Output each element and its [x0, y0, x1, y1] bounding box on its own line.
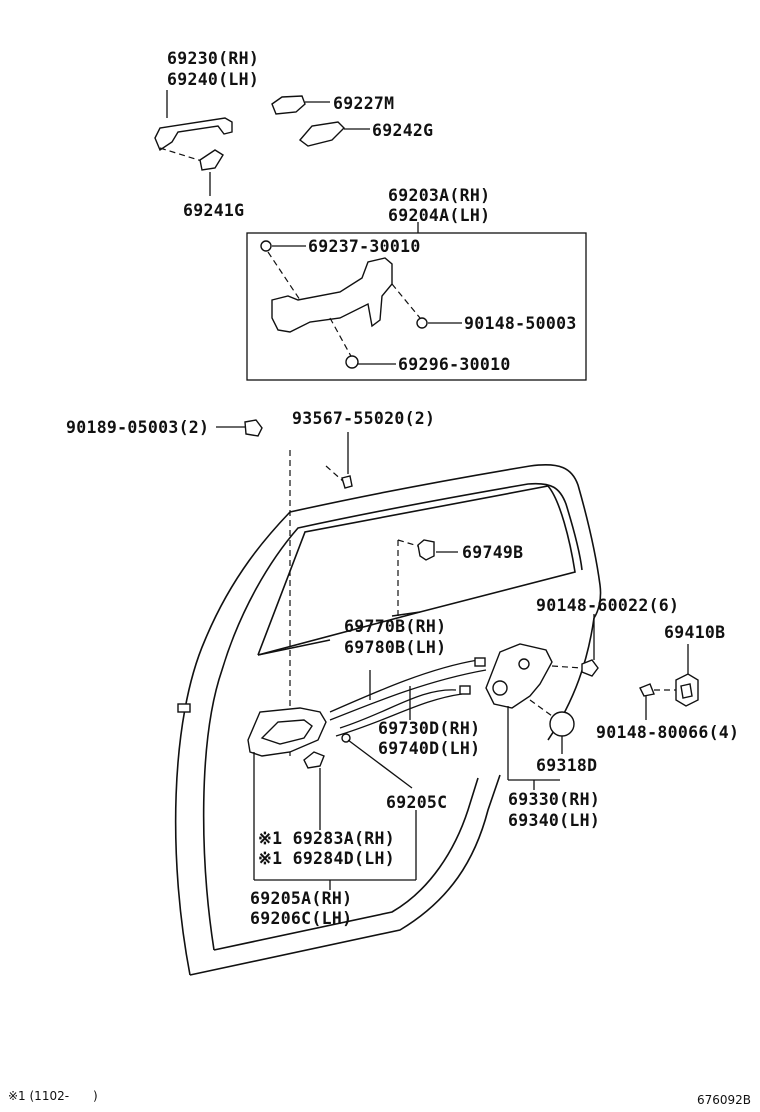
handle-pad-icon — [199, 149, 224, 171]
part-label: 69330(RH) — [508, 790, 600, 809]
door-outline — [174, 464, 602, 976]
inside-handle-group — [247, 707, 417, 890]
part-label: 69770B(RH) — [344, 617, 446, 636]
part-label: 93567-55020(2) — [292, 409, 435, 428]
clip-icon — [303, 751, 325, 769]
clip-group — [397, 539, 458, 620]
handle-frame-icon — [271, 257, 393, 333]
part-label: 69204A(LH) — [388, 206, 490, 225]
part-label: ※1 69283A(RH) — [258, 829, 395, 848]
footnote: ※1 (1102- ) — [8, 1089, 98, 1103]
part-label: ※1 69284D(LH) — [258, 849, 395, 868]
cables — [177, 657, 487, 737]
part-label: 90148-50003 — [464, 314, 577, 333]
part-label: 69749B — [462, 543, 523, 562]
part-label: 90148-60022(6) — [536, 596, 679, 615]
bolt-icon — [416, 317, 428, 329]
part-label: 69740D(LH) — [378, 739, 480, 758]
door-lock-group — [485, 614, 599, 790]
part-label: 69730D(RH) — [378, 719, 480, 738]
part-label: 69780B(LH) — [344, 638, 446, 657]
part-label: 69237-30010 — [308, 237, 421, 256]
outside-handle-icon — [154, 117, 233, 152]
bolt-icon — [345, 355, 359, 369]
part-label: 69340(LH) — [508, 811, 600, 830]
frame-group — [246, 222, 587, 381]
part-label: 69410B — [664, 623, 725, 642]
part-label: 69205C — [386, 793, 447, 812]
outside-handle-parts — [154, 90, 370, 196]
diagram-code: 676092B — [697, 1093, 751, 1107]
bolt-icon — [639, 683, 655, 697]
part-label: 69203A(RH) — [388, 186, 490, 205]
part-label: 69241G — [183, 201, 244, 220]
striker-group — [639, 644, 699, 720]
door-lock-icon — [485, 643, 553, 709]
part-label: 69227M — [333, 94, 394, 113]
gasket-icon — [298, 121, 345, 147]
part-label: 69240(LH) — [167, 70, 259, 89]
top-fasteners — [216, 419, 353, 760]
plug-icon — [244, 419, 263, 437]
screw-icon — [341, 475, 353, 489]
part-label: 69206C(LH) — [250, 909, 352, 928]
part-label: 69318D — [536, 756, 597, 775]
clip-icon — [417, 539, 435, 561]
part-label: 90189-05003(2) — [66, 418, 209, 437]
part-label: 90148-80066(4) — [596, 723, 739, 742]
screw-icon — [260, 240, 272, 252]
part-label: 69205A(RH) — [250, 889, 352, 908]
cap-icon — [271, 95, 306, 115]
bolt-icon — [581, 659, 599, 677]
part-label: 69296-30010 — [398, 355, 511, 374]
cap-icon — [549, 711, 575, 737]
part-label: 69242G — [372, 121, 433, 140]
part-label: 69230(RH) — [167, 49, 259, 68]
